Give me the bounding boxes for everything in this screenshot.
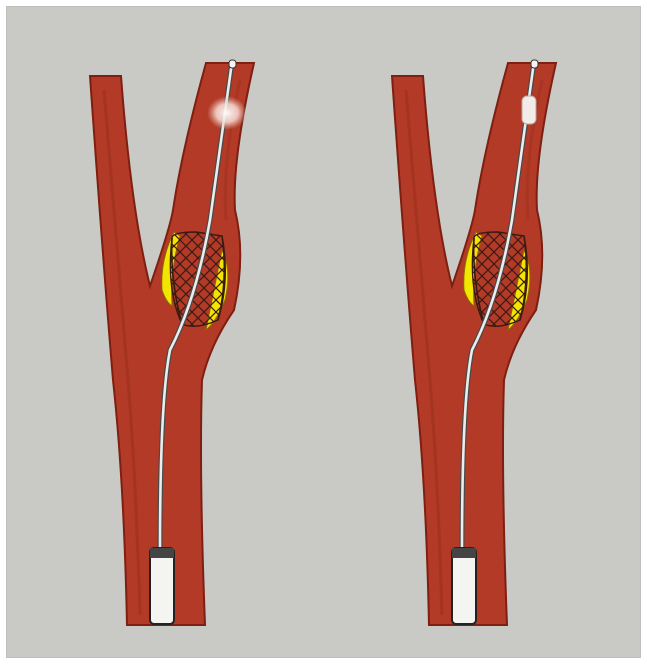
panel-left [90,60,254,625]
embolic-filter-glow-left [207,96,247,130]
embolic-filter-capsule-right [522,96,536,124]
catheter-left-collar [150,548,174,558]
catheter-left [150,548,174,624]
catheter-right-collar [452,548,476,558]
guidewire-tip-right [531,60,538,68]
guidewire-tip-left [229,60,236,68]
panel-right [392,60,556,625]
catheter-right [452,548,476,624]
